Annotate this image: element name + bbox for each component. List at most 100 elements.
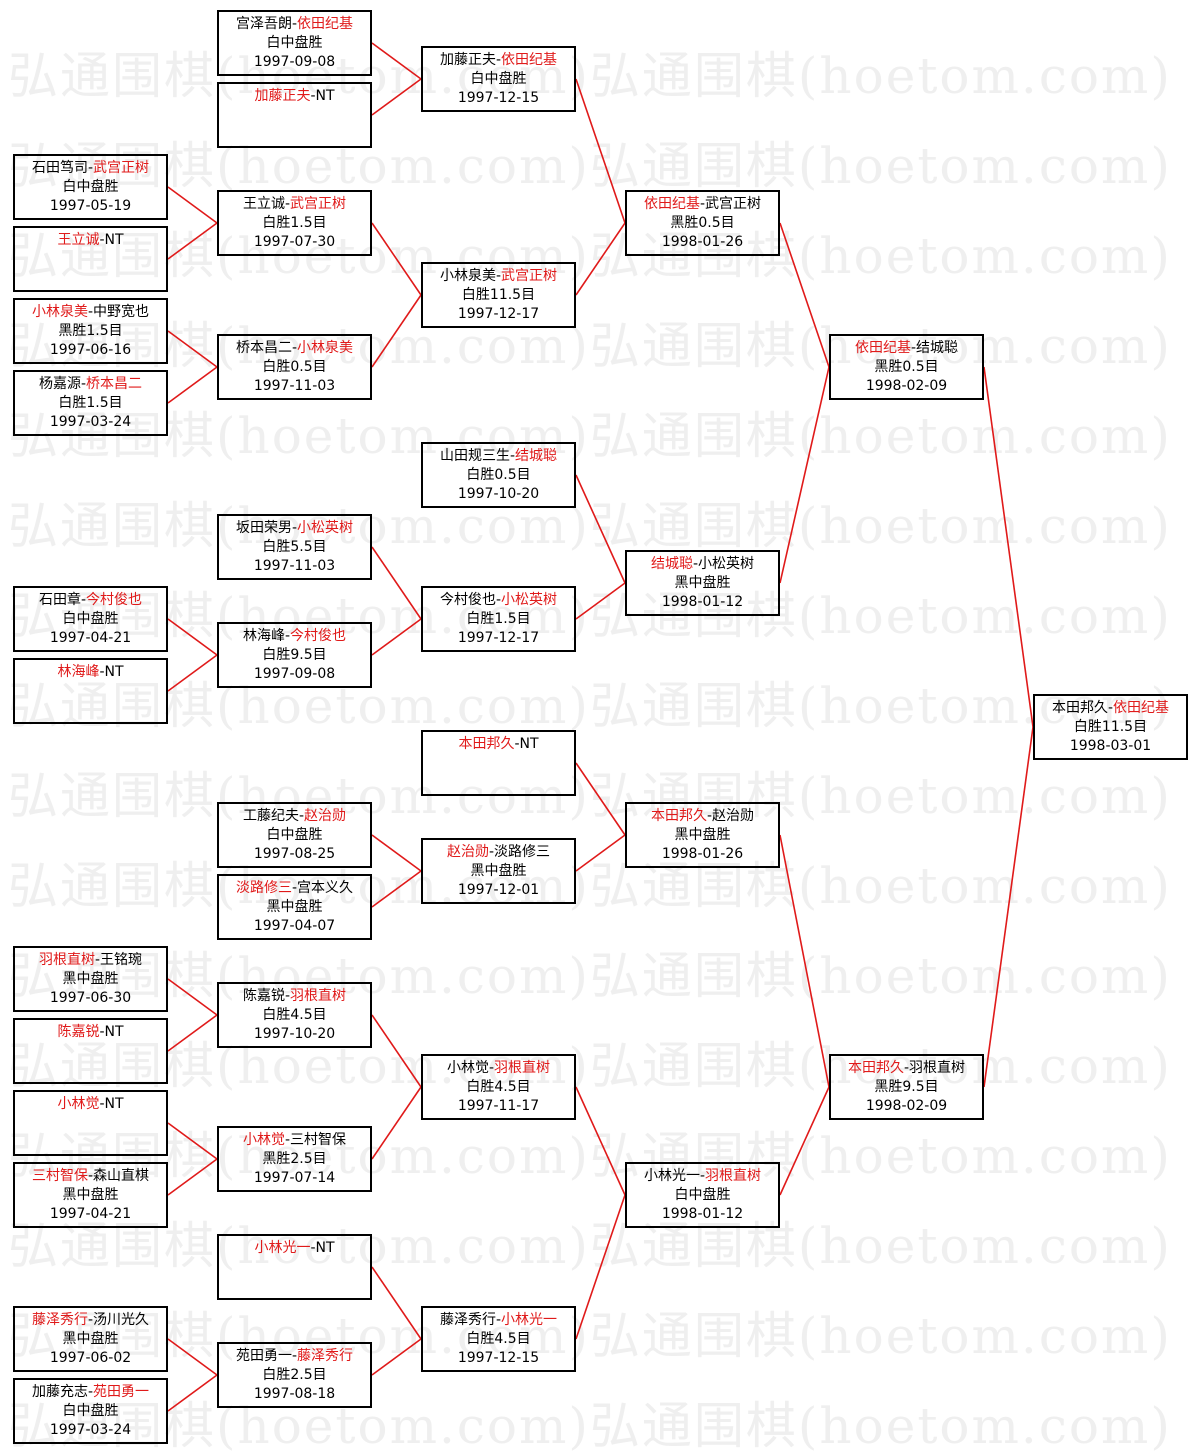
match-players: 石田笃司-武宫正树: [15, 159, 166, 178]
match-result: 黑中盘胜: [62, 1187, 119, 1203]
match-players: 本田邦久-依田纪基: [1035, 699, 1186, 718]
match-date: 1998-03-01: [1069, 738, 1152, 754]
player-black: 藤泽秀行: [31, 1312, 88, 1328]
player-separator: -: [509, 448, 516, 464]
match-players: 林海峰-NT: [15, 663, 166, 682]
match-box-a2: 加藤正夫-NT: [217, 82, 372, 148]
match-date: 1998-01-12: [661, 1206, 744, 1222]
match-players: 小林觉-NT: [15, 1095, 166, 1114]
player-separator: -: [87, 304, 94, 320]
player-white: NT: [104, 664, 124, 680]
player-white: 依田纪基: [297, 16, 354, 32]
match-players: 桥本昌二-小林泉美: [219, 339, 370, 358]
match-players: 小林泉美-中野宽也: [15, 303, 166, 322]
player-black: 坂田荣男: [235, 520, 292, 536]
match-date: 1997-04-07: [253, 918, 336, 934]
player-separator: -: [284, 196, 291, 212]
player-black: 林海峰: [242, 628, 285, 644]
player-black: 工藤纪夫: [242, 808, 299, 824]
match-players: 今村俊也-小松英树: [423, 591, 574, 610]
match-date: 1997-06-02: [49, 1350, 132, 1366]
match-result: 白中盘胜: [470, 71, 527, 87]
match-date: 1997-12-17: [457, 630, 540, 646]
player-black: 加藤充志: [31, 1384, 88, 1400]
player-separator: -: [291, 340, 298, 356]
match-result: 黑中盘胜: [470, 863, 527, 879]
match-box-e2: 陈嘉锐-NT: [13, 1018, 168, 1084]
match-result: 白胜1.5目: [262, 215, 327, 231]
bracket-line-i2-j1: [779, 366, 830, 584]
match-players: 小林觉-羽根直树: [423, 1059, 574, 1078]
bracket-line-h4-i2: [575, 582, 626, 620]
player-black: 加藤正夫: [254, 88, 311, 104]
bracket-line-g1-h2: [371, 222, 422, 296]
player-black: 宫泽吾朗: [235, 16, 292, 32]
bracket-line-g5-h6: [371, 1014, 422, 1088]
match-result: 黑胜9.5目: [874, 1079, 939, 1095]
player-black: 桥本昌二: [235, 340, 292, 356]
player-black: 赵治勋: [446, 844, 489, 860]
player-separator: -: [699, 1168, 706, 1184]
player-separator: -: [706, 808, 713, 824]
match-date: 1997-12-15: [457, 1350, 540, 1366]
match-date: 1997-07-14: [253, 1170, 336, 1186]
player-white: NT: [315, 88, 335, 104]
player-separator: -: [87, 1312, 94, 1328]
match-result: 白胜4.5目: [466, 1331, 531, 1347]
player-white: 武宫正树: [290, 196, 347, 212]
bracket-line-e4-g6: [167, 1158, 218, 1196]
player-white: 中野宽也: [93, 304, 150, 320]
match-box-f1: 小林光一-NT: [217, 1234, 372, 1300]
bracket-line-h3-i2: [575, 474, 626, 584]
player-separator: -: [514, 736, 520, 752]
match-box-c3: 林海峰-NT: [13, 658, 168, 724]
player-white: 羽根直树: [290, 988, 347, 1004]
player-black: 陈嘉锐: [57, 1024, 100, 1040]
match-players: 三村智保-森山直棋: [15, 1167, 166, 1186]
bracket-line-h5-i3: [575, 834, 626, 872]
match-players: 依田纪基-武宫正树: [627, 195, 778, 214]
match-result: 白胜0.5目: [466, 467, 531, 483]
player-white: 森山直棋: [93, 1168, 150, 1184]
match-box-d1: 本田邦久-NT: [421, 730, 576, 796]
match-result: 白中盘胜: [62, 611, 119, 627]
match-date: 1997-10-20: [457, 486, 540, 502]
match-date: 1997-12-15: [457, 90, 540, 106]
player-separator: -: [310, 88, 316, 104]
player-separator: -: [94, 952, 101, 968]
player-separator: -: [99, 664, 105, 680]
bracket-line-b1-g1: [167, 186, 218, 224]
player-white: NT: [104, 1096, 124, 1112]
player-separator: -: [99, 1024, 105, 1040]
player-separator: -: [692, 556, 699, 572]
player-black: 王立诚: [242, 196, 285, 212]
bracket-line-g6-h6: [371, 1086, 422, 1160]
player-black: 结城聪: [650, 556, 693, 572]
match-players: 藤泽秀行-汤川光久: [15, 1311, 166, 1330]
match-players: 小林光一-羽根直树: [627, 1167, 778, 1186]
player-separator: -: [80, 376, 87, 392]
bracket-line-e2-g5: [167, 1014, 218, 1052]
match-result: 白胜5.5目: [262, 539, 327, 555]
player-black: 王立诚: [57, 232, 100, 248]
player-white: 武宫正树: [705, 196, 762, 212]
player-black: 小林泉美: [439, 268, 496, 284]
player-white: 羽根直树: [705, 1168, 762, 1184]
match-date: 1997-12-17: [457, 306, 540, 322]
match-players: 杨嘉源-桥本昌二: [15, 375, 166, 394]
player-separator: -: [488, 1060, 495, 1076]
match-result: 白胜0.5目: [262, 359, 327, 375]
player-black: 加藤正夫: [439, 52, 496, 68]
